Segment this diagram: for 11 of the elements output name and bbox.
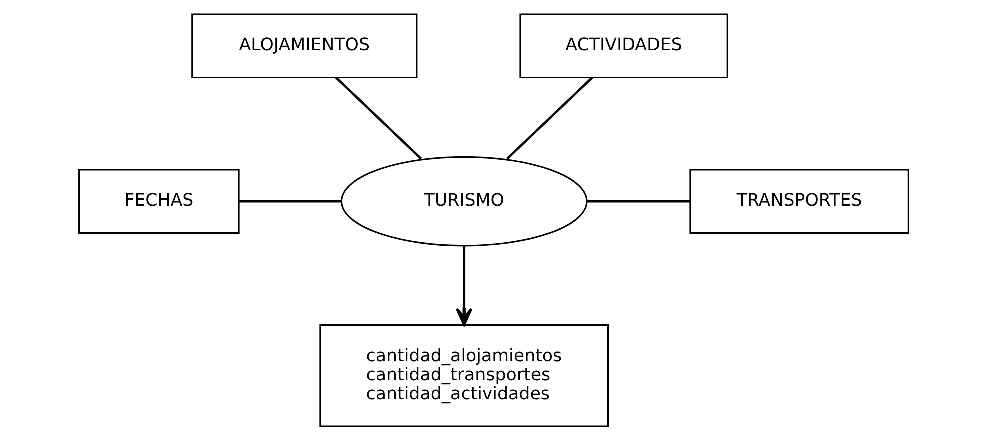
node-box: FECHAS (78, 169, 240, 234)
connector (238, 200, 341, 203)
node-ellipse: TURISMO (340, 156, 588, 247)
node-box: ACTIVIDADES (519, 14, 728, 79)
connector (506, 76, 593, 160)
arrow (456, 246, 472, 326)
connector (334, 76, 422, 160)
node-box: cantidad_alojamientos cantidad_transportes cantidad_actividades (319, 324, 609, 428)
node-box: TRANSPORTES (689, 169, 909, 234)
node-box: ALOJAMIENTOS (191, 14, 418, 79)
connector (586, 200, 690, 203)
